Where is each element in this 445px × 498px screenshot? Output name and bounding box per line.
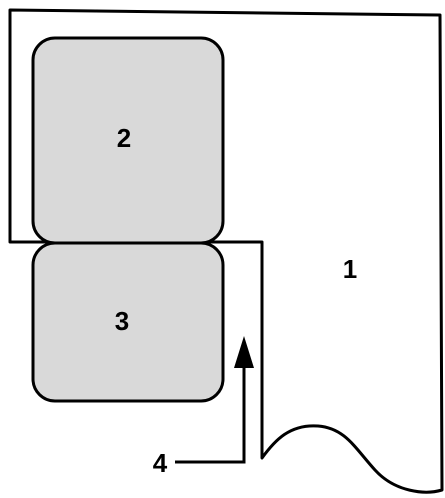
label-part-1: 1 bbox=[343, 254, 357, 284]
pointer-arrow-head bbox=[234, 336, 254, 368]
label-part-2: 2 bbox=[117, 123, 131, 153]
pointer-arrow-line bbox=[175, 360, 246, 464]
label-part-4: 4 bbox=[153, 448, 168, 478]
lower-pad bbox=[31, 241, 225, 403]
label-part-3: 3 bbox=[115, 306, 129, 336]
